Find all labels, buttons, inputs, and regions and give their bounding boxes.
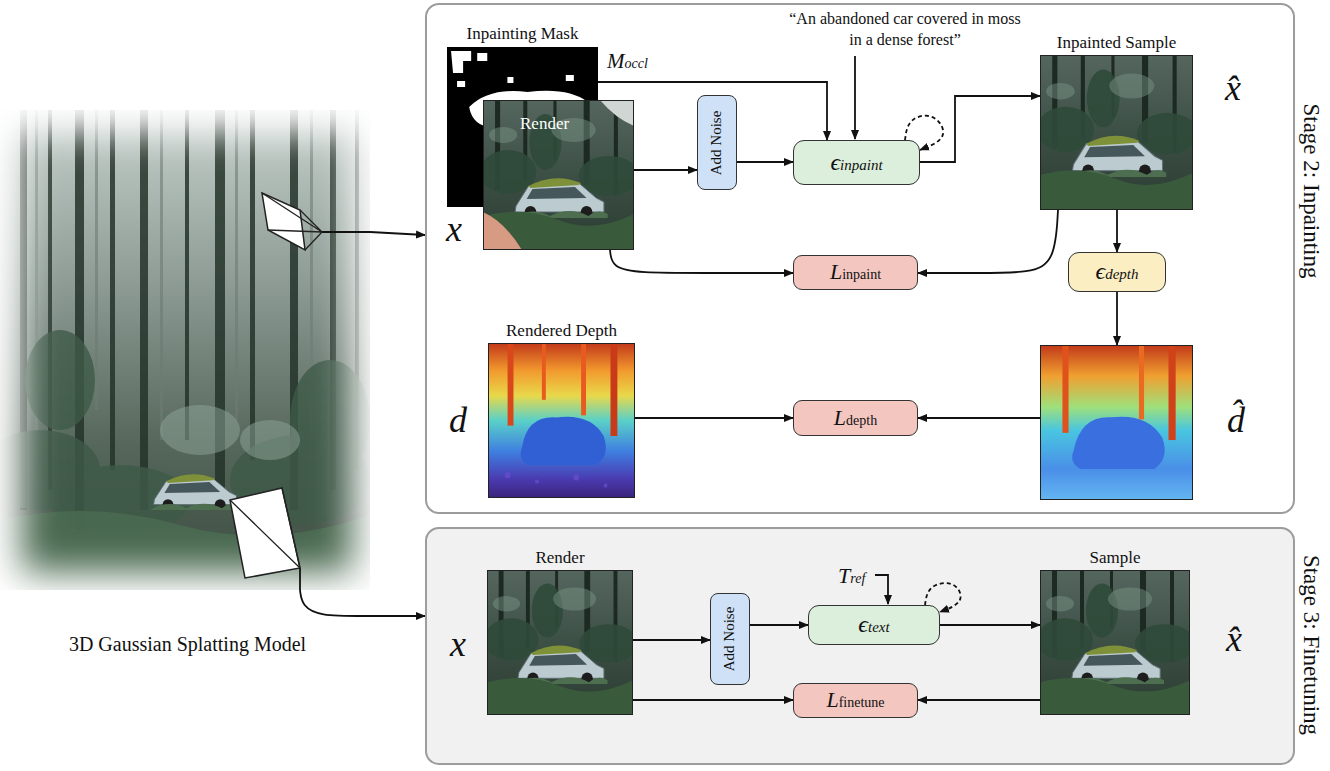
math-symbol: Moccl <box>607 49 648 73</box>
arrow-connector <box>918 210 1058 273</box>
image-title: Sample <box>1090 548 1141 568</box>
math-symbol: x <box>450 626 466 662</box>
stage-title: Stage 3: Finetuning <box>1298 555 1324 735</box>
stage-panel: Stage 3: FinetuningRenderxAdd Noiseϵtext… <box>425 527 1295 765</box>
arrow-connector <box>750 624 808 626</box>
loss-box: Ldepth <box>793 400 918 436</box>
loss-label: Linpaint <box>830 260 881 285</box>
image-title: Inpainted Sample <box>1057 33 1176 53</box>
loss-box: Lfinetune <box>793 683 918 718</box>
prompt-arrow <box>875 575 888 604</box>
scene-ground <box>0 110 370 590</box>
render-image: Renderx <box>487 570 633 715</box>
model-label: ϵinpaint <box>830 149 882 177</box>
loss-label: Ldepth <box>834 405 877 430</box>
arrow-connector <box>370 232 425 235</box>
foliage <box>0 330 370 535</box>
stage-title: Stage 2: Inpainting <box>1298 103 1324 278</box>
operation-label: Add Noise <box>721 607 738 672</box>
math-symbol: x̂ <box>1225 70 1241 106</box>
model-box: ϵdepth <box>1068 252 1166 292</box>
depth-picture <box>1040 345 1193 500</box>
math-symbol: x̂ <box>1226 621 1242 657</box>
math-symbol: d <box>449 402 467 438</box>
sample-picture <box>1037 570 1195 715</box>
arrow-connector <box>920 96 1040 162</box>
prompt-arrow <box>854 56 856 139</box>
panel-ground <box>425 527 1295 765</box>
arrow-connector <box>737 161 793 163</box>
arrow-connector <box>634 169 697 171</box>
arrow-connector <box>918 417 1040 419</box>
forest-scene <box>0 110 370 590</box>
image-title: Rendered Depth <box>506 321 617 341</box>
operation-box: Add Noise <box>710 593 750 685</box>
render-picture <box>480 100 639 250</box>
depth-picture <box>488 343 635 498</box>
mist <box>160 405 300 460</box>
leader-line <box>322 231 370 233</box>
image-title: Inpainting Mask <box>467 24 579 44</box>
prompt-text: “An abandoned car covered in moss in a d… <box>785 8 1025 50</box>
arrow-connector <box>1116 210 1118 252</box>
arrow-connector <box>300 590 425 616</box>
figure-caption: 3D Gaussian Splatting Model <box>69 633 306 656</box>
operation-label: Add Noise <box>708 110 725 175</box>
empty-region <box>600 100 634 126</box>
stage-panel: Stage 2: InpaintingInpainting MaskMocclR… <box>425 3 1295 514</box>
camera-frustum <box>230 488 300 578</box>
render-picture <box>484 570 638 715</box>
camera-frustum <box>262 193 322 250</box>
arrow-connector <box>1116 292 1118 345</box>
image-title: Render <box>520 114 569 134</box>
render-image: Renderx <box>483 100 634 250</box>
sample-image: Samplex̂ <box>1040 570 1190 715</box>
math-symbol: d̂ <box>1227 402 1245 438</box>
math-symbol: Tref <box>838 563 865 588</box>
panel-ground <box>425 3 1295 514</box>
arrow-connector <box>610 250 793 273</box>
depth-image: d̂ <box>1040 345 1193 500</box>
arrow-connector <box>633 699 793 701</box>
inpainted-picture <box>1037 55 1198 210</box>
math-symbol: x <box>446 211 462 247</box>
empty-region <box>483 212 522 250</box>
leader-line <box>299 568 301 590</box>
grass <box>0 511 370 590</box>
depth-image: Rendered Depthd <box>488 343 635 498</box>
scene-illustration: 3D Gaussian Splatting Model <box>5 110 370 590</box>
car <box>150 474 240 510</box>
arrow-connector <box>918 699 1040 701</box>
model-label: ϵtext <box>858 611 889 639</box>
sample-image: Inpainted Samplex̂ <box>1040 55 1193 210</box>
model-box: ϵinpaint <box>793 140 920 185</box>
loss-label: Lfinetune <box>826 688 884 713</box>
loss-box: Linpaint <box>793 255 918 290</box>
arrow-connector <box>633 639 710 641</box>
image-title: Render <box>535 548 584 568</box>
arrow-connector <box>635 417 793 419</box>
model-label: ϵdepth <box>1096 258 1139 286</box>
operation-box: Add Noise <box>697 95 737 190</box>
arrow-connector <box>940 624 1040 626</box>
model-box: ϵtext <box>808 605 940 645</box>
